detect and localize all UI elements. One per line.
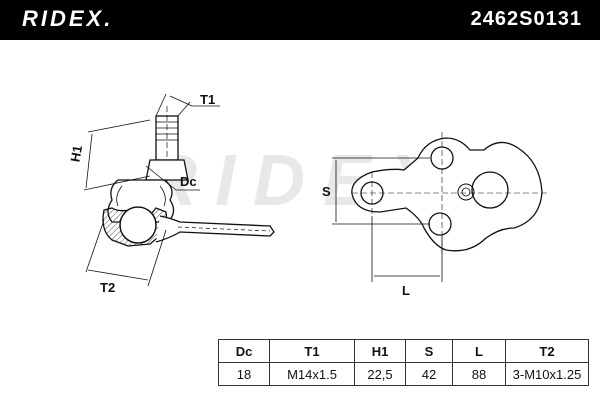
label-t1: T1 xyxy=(200,92,215,107)
value-t1: M14x1.5 xyxy=(269,362,355,386)
header-l: L xyxy=(452,339,506,363)
value-s: 42 xyxy=(405,362,453,386)
label-dc: Dc xyxy=(180,174,197,189)
part-number: 2462S0131 xyxy=(470,8,582,30)
technical-drawing: RIDEX xyxy=(67,92,548,298)
spec-table: Dc T1 H1 S L T2 18 M14x1.5 22,5 42 88 3-… xyxy=(218,339,589,386)
label-s: S xyxy=(322,184,331,199)
header-t2: T2 xyxy=(505,339,589,363)
stud-taper xyxy=(145,159,189,181)
spec-header-row: Dc T1 H1 S L T2 xyxy=(218,339,589,363)
value-dc: 18 xyxy=(218,362,270,386)
header-s: S xyxy=(405,339,453,363)
top-view-outline xyxy=(351,137,543,252)
dim-s xyxy=(332,157,430,225)
top-view xyxy=(332,132,548,282)
dim-t2 xyxy=(85,219,167,287)
ball-housing-outer xyxy=(471,171,509,209)
stud-center xyxy=(457,183,475,201)
mounting-plate xyxy=(155,215,275,243)
dim-h1 xyxy=(83,119,151,191)
brand-logo: RIDEX. xyxy=(22,6,114,31)
dim-l xyxy=(371,216,443,282)
label-l: L xyxy=(402,283,410,298)
value-t2: 3-M10x1.25 xyxy=(505,362,589,386)
dim-t1 xyxy=(155,93,220,117)
header-bar: RIDEX. 2462S0131 xyxy=(0,0,600,40)
dim-dc xyxy=(145,165,200,191)
spec-value-row: 18 M14x1.5 22,5 42 88 3-M10x1.25 xyxy=(218,362,589,386)
header-dc: Dc xyxy=(218,339,270,363)
header-t1: T1 xyxy=(269,339,355,363)
value-h1: 22,5 xyxy=(354,362,406,386)
value-l: 88 xyxy=(452,362,506,386)
side-view xyxy=(83,93,275,287)
label-h1: H1 xyxy=(67,144,85,163)
label-t2: T2 xyxy=(100,280,115,295)
header-h1: H1 xyxy=(354,339,406,363)
